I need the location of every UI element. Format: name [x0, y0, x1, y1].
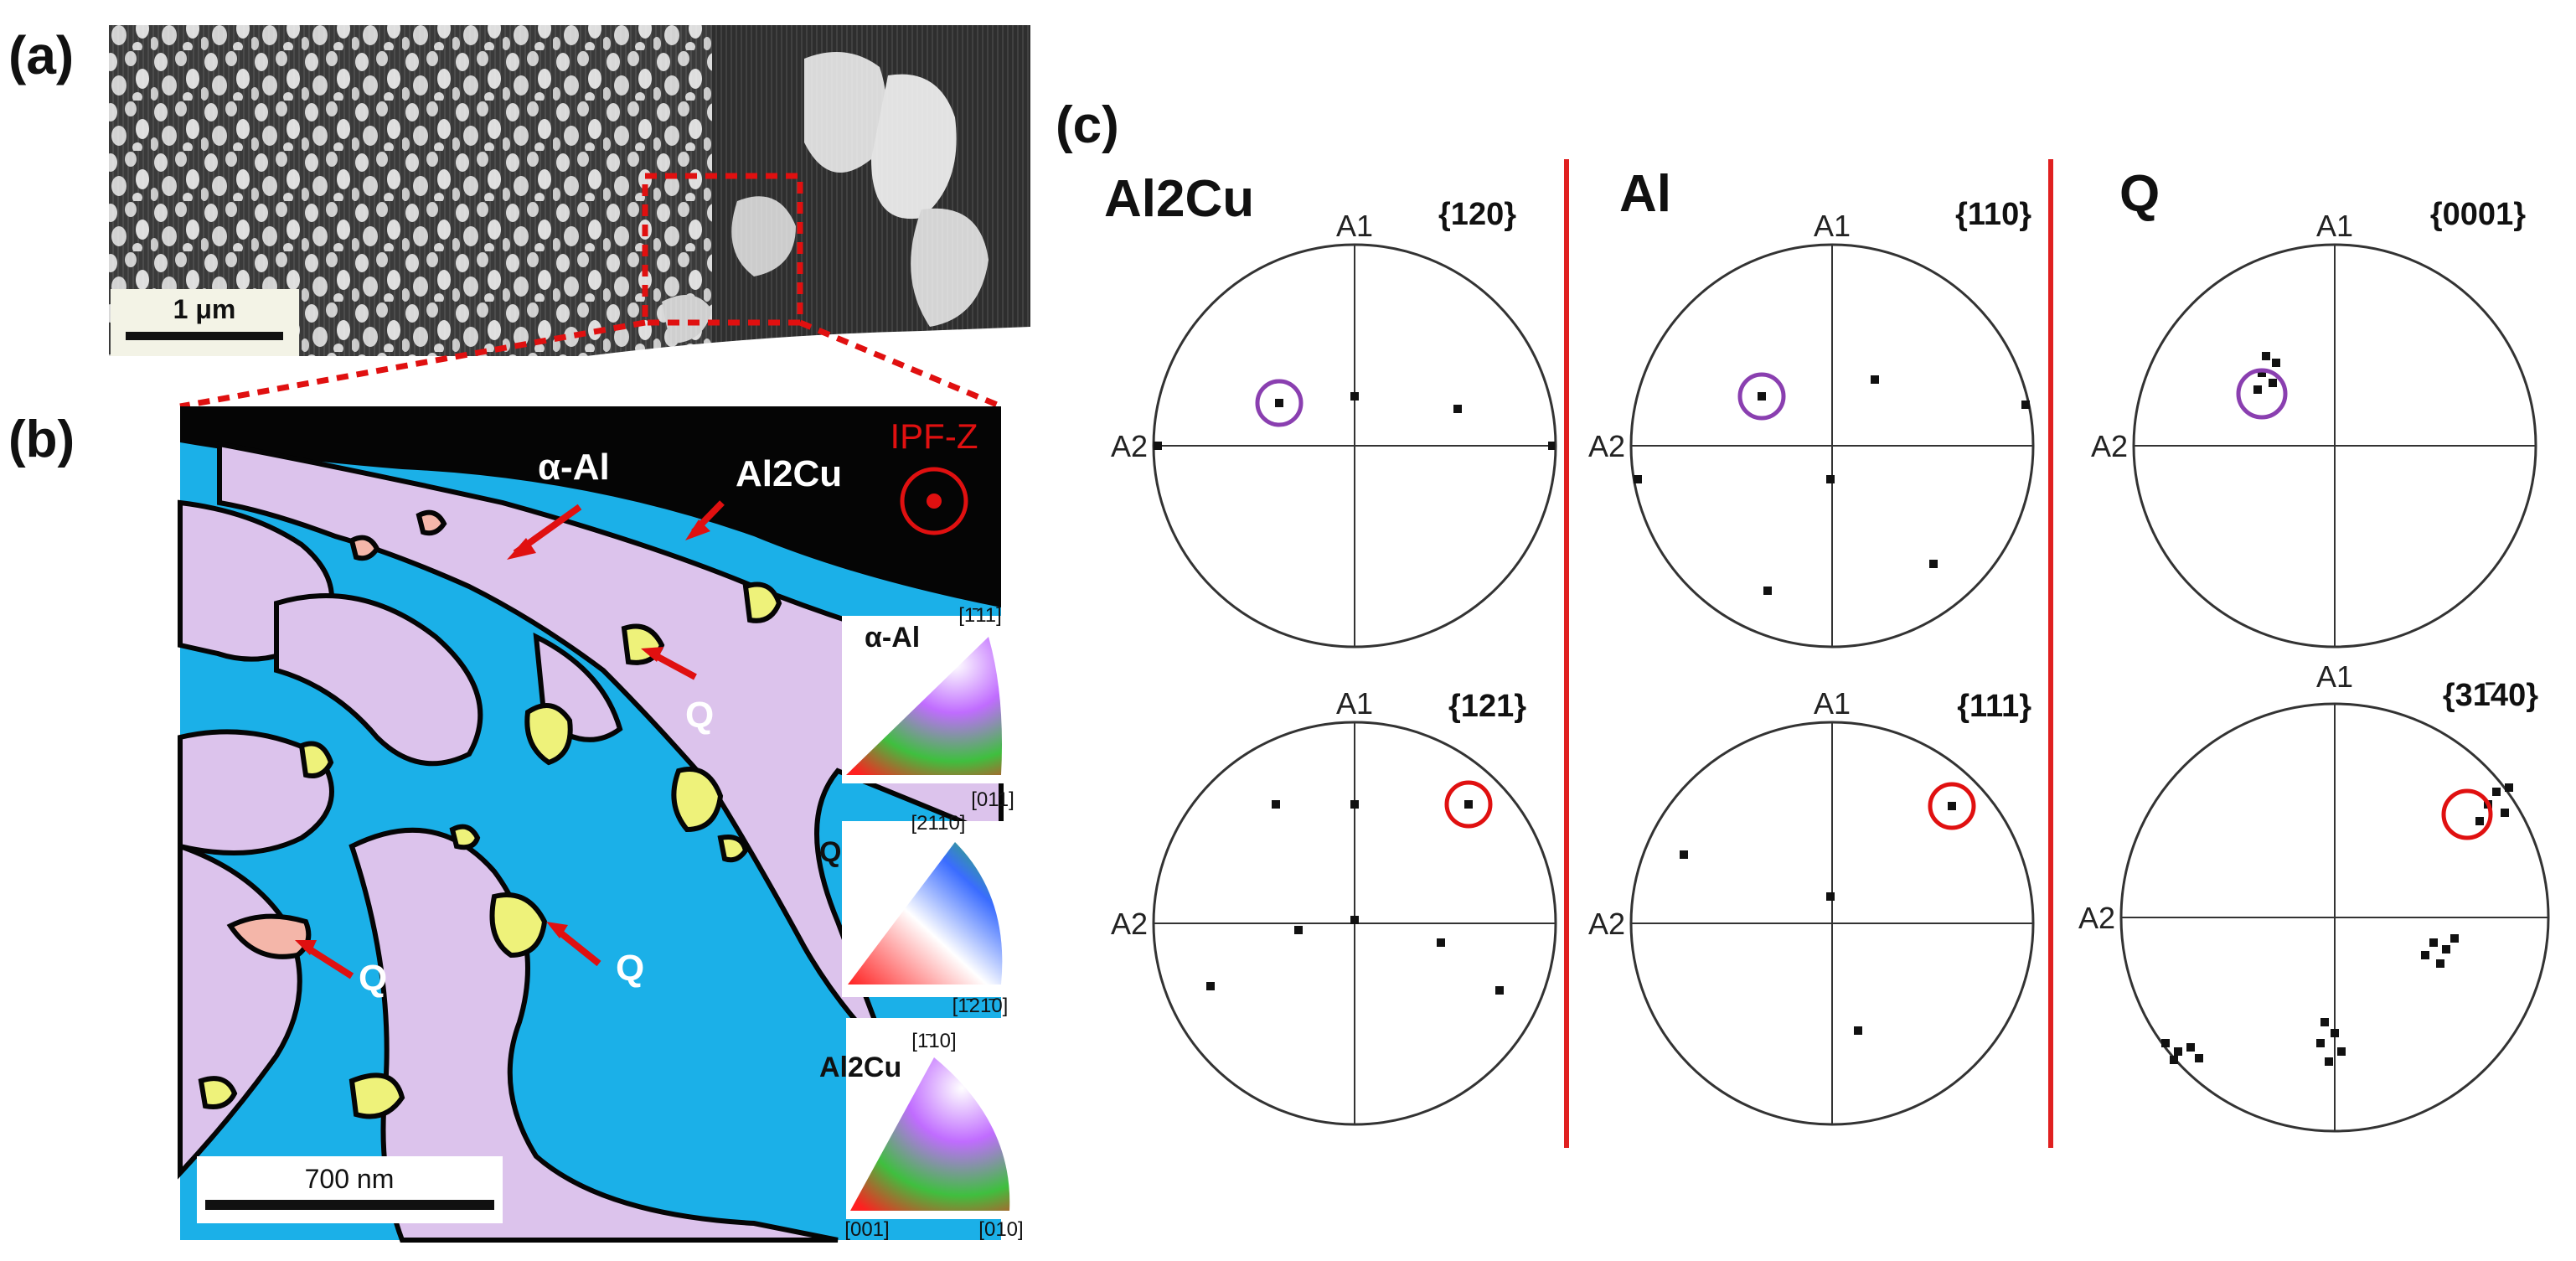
highlight-circle-purple [2236, 368, 2288, 420]
phase-label-q: Q [2119, 165, 2160, 223]
panel-c: (c) Al2Cu {120} A1 A2 {121} A1 A2 Al {11… [1056, 96, 2550, 1148]
legend-top-index: [2110] [911, 812, 966, 835]
axis-a1: A1 [1336, 209, 1373, 243]
panel-b: (b) IPF-Z [8, 406, 1024, 1243]
scale-bar-a-label: 1 μm [173, 294, 236, 324]
scale-bar-b-label: 700 nm [305, 1164, 395, 1194]
axis-a2: A2 [1588, 429, 1625, 463]
panel-b-label: (b) [8, 411, 75, 468]
label-q-3: Q [616, 948, 644, 989]
legend-phase-label: α-Al [865, 622, 920, 654]
highlight-circle-red [1928, 782, 1976, 830]
legend-phase-label: Q [819, 836, 841, 868]
map-background [180, 406, 1001, 607]
ipf-triangle-icon [850, 1057, 1010, 1211]
legend-left-index: [001] [844, 1218, 889, 1241]
axis-a1: A1 [1814, 209, 1851, 243]
pole-figure-al-110: A1 A2 [1588, 209, 2035, 649]
highlight-circle-purple [1255, 379, 1303, 427]
axis-a1: A1 [1336, 686, 1373, 721]
panel-c-label: (c) [1056, 96, 1119, 154]
label-alpha-al: α-Al [538, 447, 610, 488]
ipf-z-direction-icon [900, 467, 968, 535]
axis-a2: A2 [1111, 429, 1148, 463]
ipf-legend-alpha-al: α-Al [1̄11] [011] [842, 604, 1014, 811]
scale-bar-b-bg [197, 1156, 503, 1223]
legend-phase-label: Al2Cu [819, 1052, 901, 1083]
pole-figure-q-3140: A2 [2078, 702, 2550, 1133]
zoom-region-box [642, 173, 803, 326]
scale-bar-a [126, 332, 283, 340]
pole-family-120: {120} [1438, 197, 1516, 232]
phase-label-al2cu: Al2Cu [1104, 170, 1254, 228]
legend-top-index: [1̄10] [911, 1030, 956, 1052]
ipf-legend-q: Q [2110] [1̄21̄0] [819, 812, 1009, 1017]
ipf-triangle-icon [846, 637, 1002, 775]
legend-right-index: [011] [971, 788, 1014, 811]
pole-family-121: {121} [1448, 689, 1526, 724]
pole-figure-q-0001: A1 A2 [2091, 209, 2537, 649]
panel-a-label: (a) [8, 25, 74, 85]
axis-a2: A2 [2091, 429, 2128, 463]
axis-a1: A1 [1814, 686, 1851, 721]
pole-family-111: {111} [1957, 689, 2031, 724]
label-q-1: Q [685, 695, 714, 736]
scale-bar-a-bg [111, 289, 299, 356]
ipf-legend-al2cu: Al2Cu [1̄10] [001] [010] [819, 1018, 1024, 1241]
zoom-connector-left [179, 319, 646, 410]
legend-right-index: [1̄21̄0] [952, 995, 1009, 1017]
axis-a1: A1 [2316, 209, 2353, 243]
legend-right-index: [010] [978, 1218, 1023, 1241]
highlight-circle-red [2441, 788, 2493, 840]
annotation-arrows [295, 500, 725, 979]
axis-a2: A2 [1111, 907, 1148, 941]
label-q-2: Q [359, 958, 387, 999]
pole-family-0001: {0001} [2430, 197, 2526, 232]
pole-figure-al2cu-121: A1 A2 [1111, 686, 1557, 1126]
ipf-z-label: IPF-Z [891, 416, 978, 456]
axis-a2: A2 [1588, 907, 1625, 941]
panel-a: (a) 1 μm [8, 25, 1030, 362]
pole-figure-al2cu-120: A1 A2 [1111, 209, 1557, 649]
pole-family-3140: {31̄40} [2443, 678, 2538, 713]
ipf-triangle-icon [848, 842, 1003, 985]
axis-a2: A2 [2078, 901, 2115, 935]
highlight-circle-purple [1737, 372, 1786, 421]
highlight-circle-red [1444, 780, 1493, 829]
pole-figure-al-111: A1 A2 [1588, 686, 2035, 1126]
scale-bar-b [205, 1200, 494, 1210]
legend-top-index: [1̄11] [958, 604, 1002, 627]
phase-label-al: Al [1619, 165, 1671, 223]
zoom-connector-right [798, 319, 1003, 410]
label-al2cu: Al2Cu [736, 453, 842, 494]
pole-family-110: {110} [1955, 197, 2031, 232]
axis-a1-q-bottom: A1 [2316, 659, 2353, 694]
